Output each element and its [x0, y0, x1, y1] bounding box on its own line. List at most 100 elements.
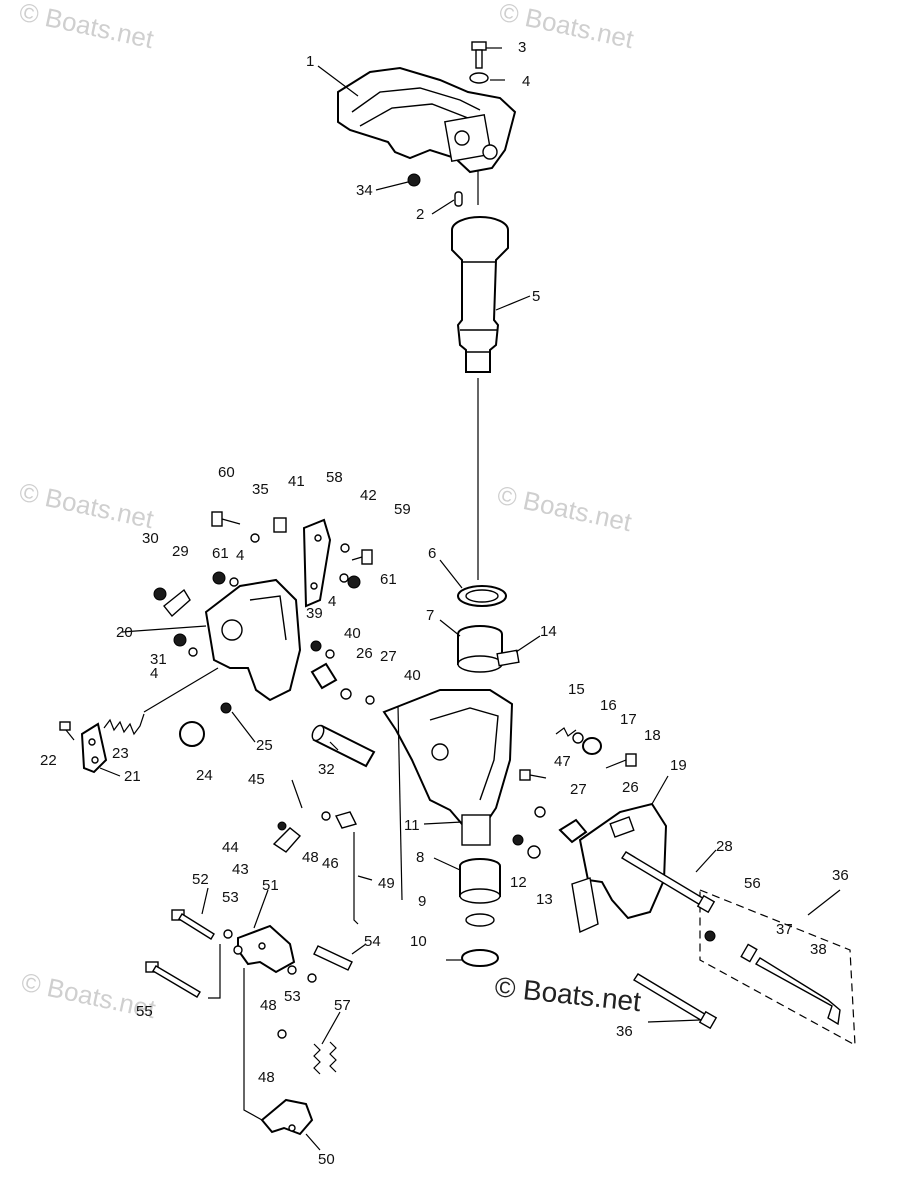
bolt-55-part: [145, 961, 201, 998]
callout-47: 47: [554, 753, 571, 770]
leader-line: [317, 65, 359, 97]
callout-27: 27: [380, 648, 397, 665]
callout-11: 11: [404, 817, 420, 834]
bushing-inner: [465, 589, 499, 603]
leader-line: [423, 821, 463, 825]
washer-part: [339, 573, 349, 583]
leader-line: [439, 559, 463, 589]
callout-26: 26: [356, 645, 373, 662]
screw-part: [220, 702, 232, 714]
long-bolt-part: [621, 851, 716, 914]
callout-44: 44: [222, 839, 239, 856]
kit-boundary: [699, 889, 856, 1047]
leader-line: [291, 779, 303, 809]
callout-13: 13: [536, 891, 553, 908]
leader-line: [431, 199, 455, 215]
leader-line: [243, 968, 263, 1121]
washer-part: [321, 811, 331, 821]
tube-part: [311, 724, 376, 768]
callout-49: 49: [378, 875, 395, 892]
callout-22: 22: [40, 752, 57, 769]
washer-part: [307, 973, 317, 983]
bolt-18-part: [605, 753, 637, 769]
washer-part: [277, 1029, 287, 1039]
bolt-36-part: [633, 973, 718, 1030]
leader-line: [208, 944, 221, 999]
leader-line: [695, 849, 717, 873]
callout-17: 17: [620, 711, 637, 728]
callout-59: 59: [394, 501, 411, 518]
callout-58: 58: [326, 469, 343, 486]
washer-part: [534, 806, 546, 818]
leader-line: [397, 705, 403, 901]
latch-part: [334, 811, 358, 829]
callout-50: 50: [318, 1151, 335, 1168]
block-part: [273, 517, 287, 533]
callout-34: 34: [356, 182, 373, 199]
callout-48c: 48: [258, 1069, 275, 1086]
leader-line: [231, 711, 256, 743]
swivel-head-part: [337, 66, 517, 174]
callout-31: 31: [150, 651, 167, 668]
callout-4c: 4: [328, 593, 336, 610]
callout-43: 43: [232, 861, 249, 878]
rod-part: [353, 832, 359, 925]
washer-part: [233, 945, 243, 955]
callout-38: 38: [810, 941, 827, 958]
bolt-52-part: [171, 909, 215, 940]
spring-part: [103, 713, 145, 736]
callout-40b: 40: [404, 667, 421, 684]
swivel-bracket-part: [382, 689, 514, 846]
callout-21: 21: [124, 768, 141, 785]
knob-part: [582, 737, 602, 755]
callout-32: 32: [318, 761, 335, 778]
callout-24: 24: [196, 767, 213, 784]
callout-53: 53: [222, 889, 239, 906]
callout-48b: 48: [260, 997, 277, 1014]
clip-part: [277, 821, 287, 831]
washer-part: [287, 965, 297, 975]
leader-line: [351, 943, 367, 955]
callout-36: 36: [832, 867, 849, 884]
clip-part: [496, 649, 520, 667]
callout-35: 35: [252, 481, 269, 498]
nut-part: [173, 633, 187, 647]
callout-40: 40: [344, 625, 361, 642]
roller-part: [310, 662, 338, 690]
sleeve-part: [457, 625, 503, 673]
leader-line: [647, 1019, 701, 1023]
washer-part: [572, 732, 584, 744]
watermark-main: © Boats.net: [493, 971, 642, 1017]
callout-53b: 53: [284, 988, 301, 1005]
leader-line: [305, 1133, 321, 1151]
leader-line: [121, 625, 207, 633]
bolt-59-part: [351, 549, 373, 565]
screw-part: [310, 640, 322, 652]
steering-shaft-part: [451, 216, 509, 373]
leader-line: [515, 635, 541, 653]
spring-part: [313, 1043, 321, 1075]
leader-line: [329, 741, 339, 751]
lower-bushing-part: [459, 858, 501, 904]
leader-line: [439, 619, 461, 637]
callout-5: 5: [532, 288, 540, 305]
watermark: © Boats.net: [17, 0, 157, 54]
callout-60: 60: [218, 464, 235, 481]
watermark: © Boats.net: [495, 480, 635, 538]
washer-part: [229, 577, 239, 587]
plate-part: [80, 722, 108, 774]
callout-52: 52: [192, 871, 209, 888]
bolt-part: [471, 41, 487, 69]
callout-4: 4: [522, 73, 530, 90]
callout-23: 23: [112, 745, 129, 762]
callout-19: 19: [670, 757, 687, 774]
callout-6: 6: [428, 545, 436, 562]
pin-part: [454, 191, 463, 207]
leader-line: [99, 767, 121, 777]
callout-1: 1: [306, 53, 314, 70]
callout-4d: 4: [150, 665, 158, 682]
washer-part: [250, 533, 260, 543]
callout-56: 56: [744, 875, 761, 892]
seal-part: [461, 949, 499, 967]
washer-part: [325, 649, 335, 659]
